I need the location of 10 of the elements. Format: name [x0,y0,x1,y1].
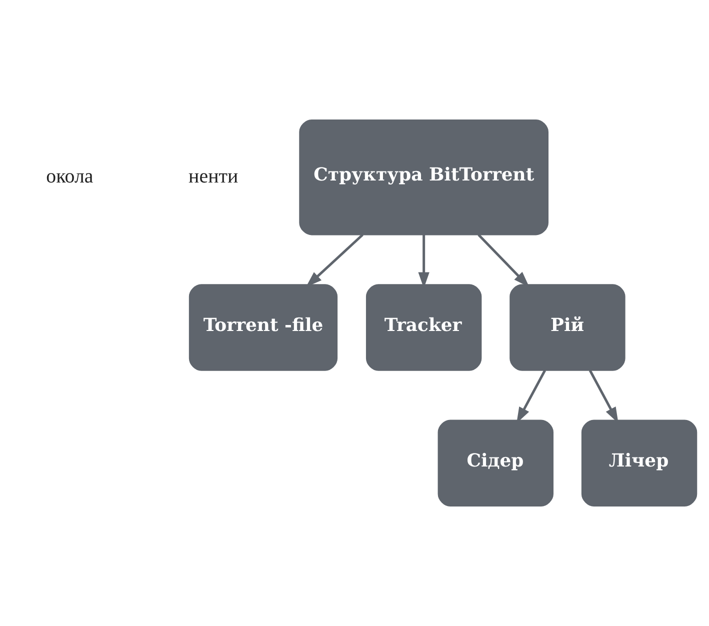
node-box: Torrent -file [188,284,338,371]
label: окола [46,165,94,188]
node-box: Tracker [366,284,482,371]
node-box: Рій [510,284,626,371]
node-box: Сідер [438,420,554,506]
label: ненти [188,165,238,188]
node-box: Структура BitTorrent [299,120,548,236]
arrow [478,234,530,288]
node-box: Лічер [581,420,698,506]
arrow [306,234,364,288]
